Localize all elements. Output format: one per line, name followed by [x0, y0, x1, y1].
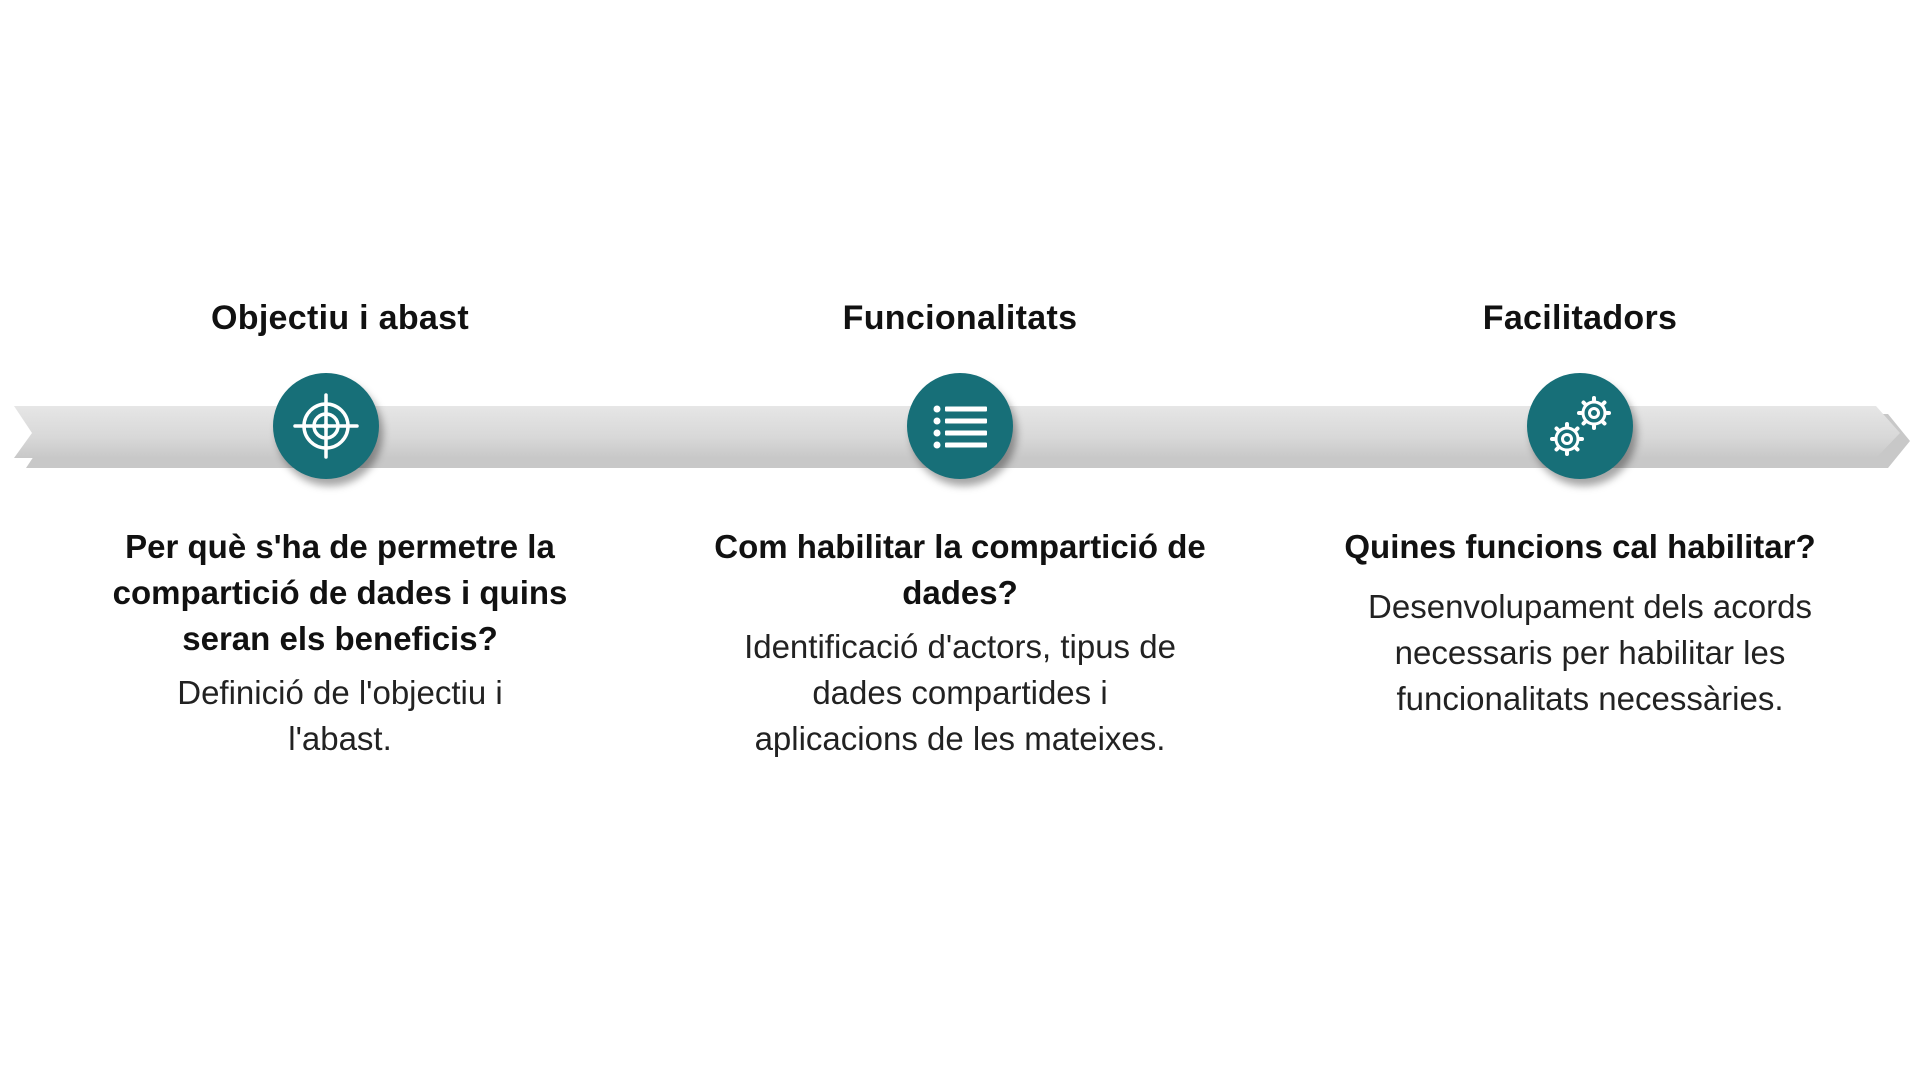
list-icon — [907, 373, 1013, 479]
step-facilitadors: Facilitadors — [1300, 0, 1860, 1080]
step-title: Facilitadors — [1482, 299, 1678, 337]
step-description: Desenvolupament dels acords necessaris p… — [1368, 588, 1812, 717]
step-title: Funcionalitats — [842, 299, 1078, 337]
target-icon — [273, 373, 379, 479]
step-question: Per què s'ha de permetre la compartició … — [112, 528, 568, 657]
step-funcionalitats: Funcionalitats Com habilitar la comparti… — [680, 0, 1240, 1080]
step-question: Com habilitar la compartició de dades? — [714, 528, 1206, 611]
step-description: Identificació d'actors, tipus de dades c… — [744, 628, 1176, 757]
step-description: Definició de l'objectiu i l'abast. — [177, 674, 503, 757]
gears-icon — [1527, 373, 1633, 479]
step-question: Quines funcions cal habilitar? — [1344, 528, 1816, 565]
step-title: Objectiu i abast — [211, 299, 469, 337]
step-objectiu: Objectiu i abast Per què s'ha de permetr… — [60, 0, 620, 1080]
